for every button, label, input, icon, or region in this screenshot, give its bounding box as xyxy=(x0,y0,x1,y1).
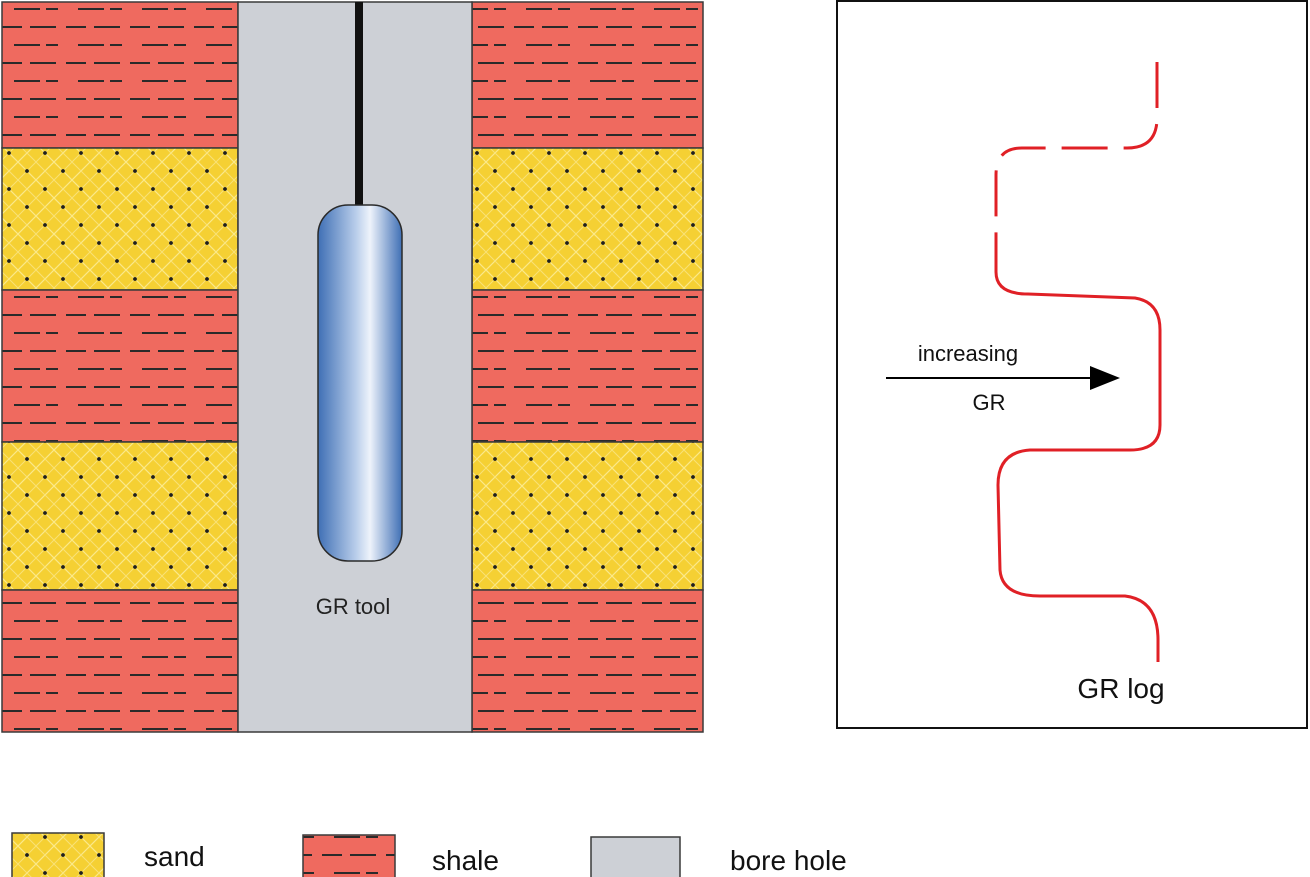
gr-tool xyxy=(317,204,403,562)
gr-log-curve-dashed xyxy=(994,62,1159,272)
bore-hole-swatch-icon xyxy=(590,836,681,877)
sand-layer-2-left xyxy=(1,441,239,591)
strata-column-right xyxy=(471,1,704,733)
gr-log-curve xyxy=(994,271,1162,662)
sand-layer-2-right xyxy=(471,441,704,591)
wireline-cable xyxy=(355,2,363,208)
legend-shale-label: shale xyxy=(432,845,499,876)
strata-column-left xyxy=(1,1,239,733)
arrow-right-icon xyxy=(1090,366,1120,390)
shale-layer-2-right xyxy=(471,289,704,443)
log-panel xyxy=(836,0,1308,729)
sand-layer-1-left xyxy=(1,147,239,291)
shale-layer-2-left xyxy=(1,289,239,443)
legend: sand shale bore hole xyxy=(11,832,847,877)
shale-layer-1-left xyxy=(1,1,239,149)
gr-log-label: GR log xyxy=(1077,673,1164,704)
shale-layer-3-right xyxy=(471,589,704,733)
shale-layer-3-left xyxy=(1,589,239,733)
shale-layer-1-right xyxy=(471,1,704,149)
sand-pattern-icon xyxy=(11,832,105,877)
gr-tool-label: GR tool xyxy=(316,594,391,619)
arrow-label-top: increasing xyxy=(918,341,1018,366)
legend-sand-label: sand xyxy=(144,841,205,872)
arrow-label-bottom: GR xyxy=(973,390,1006,415)
sand-layer-1-right xyxy=(471,147,704,291)
shale-pattern-icon xyxy=(302,834,396,877)
legend-borehole-label: bore hole xyxy=(730,845,847,876)
